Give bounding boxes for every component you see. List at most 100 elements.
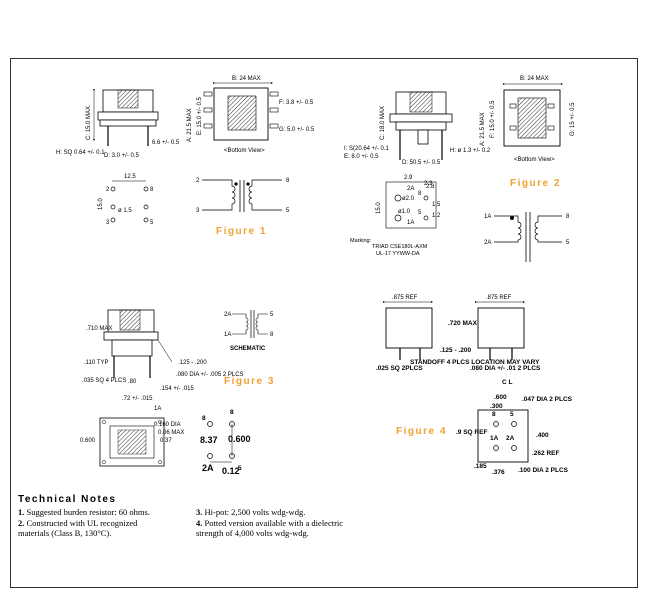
note-2-number: 2.: [18, 518, 25, 528]
fig1-fp-pin2: 2: [106, 187, 110, 193]
fig3-body-h: 0.37: [160, 438, 172, 444]
fig3-height: .710 MAX: [86, 326, 112, 332]
figure1-bottom-view: B: 24 MAX A: 21.5 MAX E: 15.0 +/- 0.5 F:…: [187, 76, 315, 154]
fig2-pin8: 8: [566, 214, 570, 220]
fig4-d185: .185: [474, 463, 487, 470]
fig1-fp-pin5: 5: [150, 220, 154, 226]
fig2-view-label: <Bottom View>: [514, 157, 555, 163]
fig2-e-dim: E: 8.0 +/- 0.5: [344, 154, 379, 160]
fig3-pin-sq: .035 SQ 4 PLCS: [82, 378, 126, 384]
note-1-text: Suggested burden resistor: 60 ohms.: [26, 507, 150, 517]
fig2-pin1a: 1A: [484, 214, 491, 220]
figure2-schematic: 1A 2A 8 5: [484, 212, 570, 262]
fig2-fp-b: 2.3: [424, 181, 433, 187]
fig3-sch-pin2a: 2A: [224, 312, 231, 318]
fig4-pin8: 8: [492, 411, 496, 418]
fig3-layout-012: 0.12: [222, 466, 240, 476]
fig3-layout-037: 8.37: [200, 435, 218, 445]
fig4-h262: .262 REF: [532, 450, 559, 457]
fig4-centerline: C L: [502, 379, 513, 386]
fig1-fp-pin3: 3: [106, 220, 110, 226]
fig4-d376: .376: [492, 469, 505, 476]
fig1-e-dim: E: 15.0 +/- 0.5: [197, 96, 203, 135]
fig3-sch-pin8: 8: [270, 332, 274, 338]
fig3-layout-pin1a: 8: [202, 415, 206, 422]
figure3-label: Figure 3: [224, 376, 275, 387]
fig4-pin1a: 1A: [490, 435, 499, 442]
fig1-pin8: 8: [286, 178, 290, 184]
fig3-pin-hole: 0.06 MAX: [158, 430, 184, 436]
figure3-footprint: 1A 0.160 DIA 0.06 MAX 0.600 0.37: [80, 406, 184, 467]
fig1-hole: ø 1.5: [118, 208, 132, 214]
fig2-fp-pin8: 8: [418, 191, 422, 197]
fig3-body-w: 0.600: [80, 438, 96, 444]
fig2-g-dim: G: 15 +/- 0.5: [570, 102, 576, 136]
fig4-spacing: .125 - .200: [440, 347, 471, 354]
fig4-standoff: STANDOFF 4 PLCS LOCATION MAY VARY: [410, 359, 540, 366]
fig2-fp-e: 15.0: [376, 202, 382, 214]
fig4-ref-right: .875 REF: [486, 295, 512, 301]
figure2-side-view: C: 18.0 MAX I: S(20.64 +/- 0.1 E: 8.0 +/…: [344, 91, 491, 166]
fig4-dia: .080 DIA +/- .01 2 PLCS: [470, 365, 541, 372]
fig2-marking-label: Marking:: [350, 238, 372, 244]
note-2-text: Constructed with UL recognized materials…: [18, 518, 138, 538]
figure2-bottom-view: B: 24 MAX A: 21.5 MAX F: 15.0 +/- 0.5 G:…: [480, 76, 576, 163]
fig4-dia3: .100 DIA 2 PLCS: [518, 467, 569, 474]
figure2-footprint: 2.9 2.3 ø2.0 ø1.0 15.0 1.5 1.2 2.8 2A 1A…: [376, 175, 441, 229]
fig3-layout-060: 0.600: [228, 434, 251, 444]
technical-notes-title: Technical Notes: [18, 494, 117, 505]
fig2-pin5: 5: [566, 240, 570, 246]
technical-note-4: 4. Potted version available with a diele…: [196, 518, 356, 538]
note-1-number: 1.: [18, 507, 25, 517]
fig1-height-max: C: 15.0 MAX: [86, 106, 92, 140]
fig1-footprint-h: 15.0: [98, 198, 104, 210]
fig2-fp-d: ø1.0: [398, 209, 411, 215]
fig2-h-dim: H: ø 1.3 +/- 0.2: [450, 148, 491, 154]
note-4-text: Potted version available with a dielectr…: [196, 518, 344, 538]
fig4-w600: .600: [494, 394, 507, 401]
fig4-h400: .400: [536, 432, 549, 439]
fig3-typ: .110 TYP: [84, 360, 108, 366]
fig1-pitch: D: 3.0 +/- 0.5: [104, 153, 140, 159]
fig1-length-max: A: 21.5 MAX: [187, 108, 193, 142]
fig1-view-label: <Bottom View>: [224, 148, 265, 154]
fig4-pin2a: 2A: [506, 435, 515, 442]
fig3-sch-pin1a: 1A: [224, 332, 231, 338]
fig3-layout-pin5: 5: [238, 465, 242, 472]
fig3-dia: .080 DIA +/- .005 2 PLCS: [176, 372, 244, 378]
fig1-f-dim: F: 3.8 +/- 0.5: [279, 100, 314, 106]
fig2-fp-f: 1.5: [432, 202, 441, 208]
fig2-marking-line1: TRIAD CSE180L-AXM: [372, 244, 428, 250]
fig1-pin5: 5: [286, 208, 290, 214]
fig4-pin-sq: .025 SQ 2PLCS: [376, 365, 423, 372]
figure3-side-view: .710 MAX .110 TYP .035 SQ 4 PLCS .125 - …: [82, 309, 244, 402]
figure4-label: Figure 4: [396, 426, 447, 437]
fig3-hole: 0.160 DIA: [154, 422, 181, 428]
figure1-footprint: 12.5 15.0 ø 1.5 2 3 8 5: [98, 174, 154, 226]
fig2-height-max: C: 18.0 MAX: [380, 106, 386, 140]
fig2-fp-c: ø2.0: [402, 196, 415, 202]
fig4-dia2: .047 DIA 2 PLCS: [522, 396, 573, 403]
page-frame: [10, 58, 638, 588]
figure1-side-view: C: 15.0 MAX H: SQ 0.64 +/- 0.1 D: 3.0 +/…: [56, 89, 180, 159]
technical-note-3: 3. Hi-pot: 2,500 volts wdg-wdg.: [196, 507, 356, 517]
fig3-layout-pin8: 8: [230, 409, 234, 416]
figure3-pin-layout: 8 0.600 8.37 0.12 2A 8 5: [200, 409, 251, 476]
note-3-text: Hi-pot: 2,500 volts wdg-wdg.: [204, 507, 306, 517]
fig1-g-dim: G: 5.0 +/- 0.5: [279, 127, 315, 133]
figure4-side-views: .875 REF .875 REF .720 MAX .125 - .200 .…: [376, 295, 541, 372]
fig3-w1: .80: [128, 379, 137, 385]
fig2-width-max: B: 24 MAX: [520, 76, 549, 82]
technical-note-2: 2. Constructed with UL recognized materi…: [18, 518, 168, 538]
note-4-number: 4.: [196, 518, 203, 528]
fig1-width-max: B: 24 MAX: [232, 76, 261, 82]
fig1-pin-sq: H: SQ 0.64 +/- 0.1: [56, 150, 105, 156]
fig1-standoff: 6.6 +/- 0.5: [152, 140, 180, 146]
fig2-fp-pin5: 5: [418, 210, 422, 216]
figure1-schematic: 2 3 8 5: [196, 178, 290, 214]
fig1-fp-pin8: 8: [150, 187, 154, 193]
fig3-layout-pin2a: 2A: [202, 463, 214, 473]
fig2-fp-pin2a: 2A: [407, 186, 414, 192]
